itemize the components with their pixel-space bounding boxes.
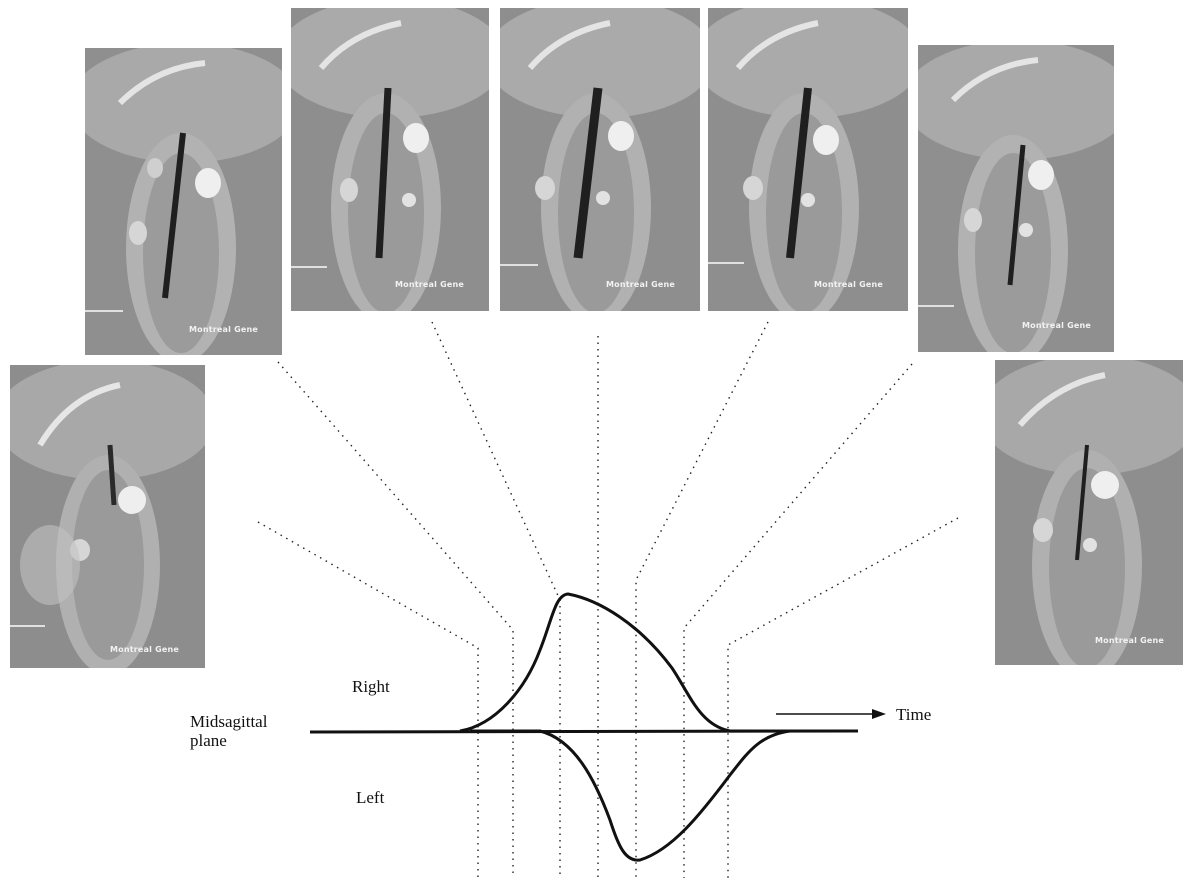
projection-line-6 [684,364,912,878]
projection-line-2 [278,362,513,878]
projection-line-7 [728,518,958,878]
arrow-head-icon [872,709,886,719]
midsagittal-label-line1: Midsagittal [190,712,268,731]
projection-line-3 [432,322,560,878]
left-label: Left [356,788,385,807]
midsagittal-label-line2: plane [190,731,227,750]
right-fold-trace [460,594,858,731]
left-fold-trace [470,731,858,860]
projection-line-1 [258,522,478,878]
right-label: Right [352,677,390,696]
projection-line-5 [636,322,768,878]
time-label: Time [896,705,931,724]
